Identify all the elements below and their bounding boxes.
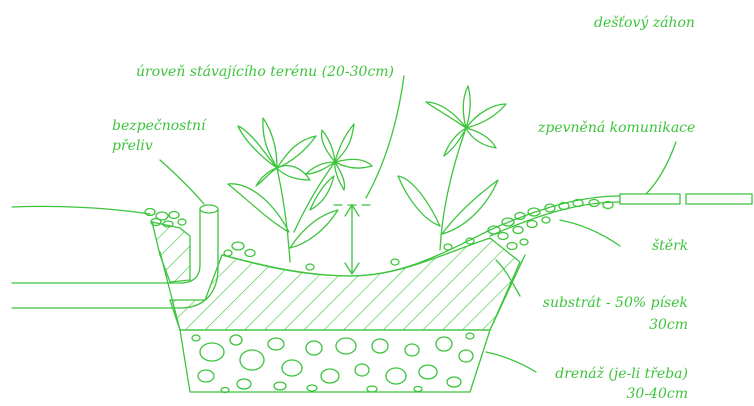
drainage-label-line1: drenáž (je-li třeba): [555, 364, 688, 384]
ground-surface-left: [12, 206, 150, 214]
gravel-label: štěrk: [652, 236, 688, 256]
substrate-layer: [170, 238, 520, 330]
leader-gravel: [560, 220, 620, 246]
leader-pavement: [646, 142, 676, 194]
plant-right: [398, 86, 506, 250]
left-bank-hatch: [152, 222, 190, 282]
plant-middle: [294, 124, 372, 232]
pavement-label: zpevněná komunikace: [538, 118, 695, 138]
diagram-title: dešťový záhon: [594, 13, 695, 33]
leader-overflow: [160, 160, 204, 204]
drainage-label-line2: 30-40cm: [627, 384, 688, 404]
leader-terrain: [366, 76, 404, 198]
terrain-level-label: úroveň stávajícího terénu (20-30cm): [136, 62, 394, 82]
pavement-slab-2: [686, 194, 752, 204]
overflow-pipe-top: [200, 205, 218, 213]
pavement-slab-1: [620, 194, 680, 204]
substrate-label-line1: substrát - 50% písek: [543, 293, 688, 313]
overflow-label-line2: přeliv: [112, 136, 153, 156]
drainage-stones: [192, 333, 474, 393]
leader-drainage: [486, 352, 536, 372]
substrate-label-line2: 30cm: [649, 315, 688, 335]
overflow-label-line1: bezpečnostní: [112, 116, 205, 136]
